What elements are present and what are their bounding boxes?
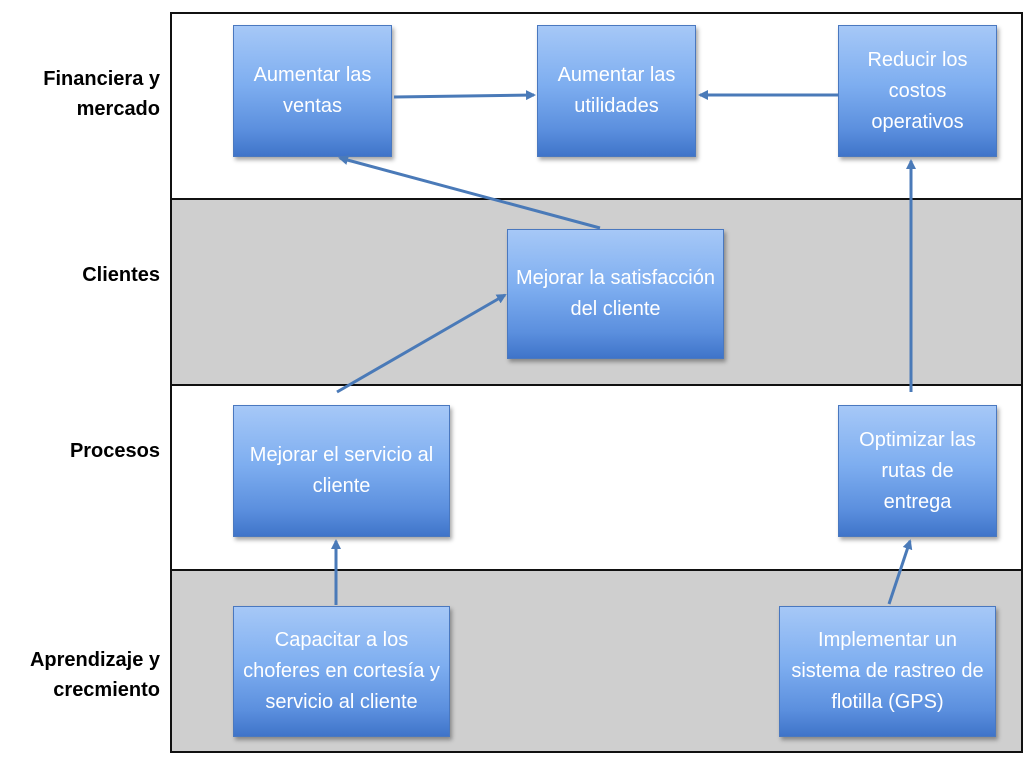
objective-text: Aumentar las ventas	[253, 64, 372, 117]
objective-text: Reducir los costos operativos	[867, 48, 968, 133]
perspective-label-financiera: Financiera y mercado	[43, 68, 160, 120]
perspective-label-procesos: Procesos	[69, 440, 160, 462]
objective-text: Aumentar las utilidades	[557, 64, 676, 117]
objective-text: Mejorar el servicio al cliente	[249, 444, 434, 497]
objective-optimizar-rutas[interactable]: Optimizar las rutas de entrega	[838, 405, 997, 537]
objective-text: Implementar un sistema de rastreo de flo…	[791, 629, 984, 713]
objective-text: Mejorar la satisfacción del cliente	[516, 267, 715, 320]
objective-text: Optimizar las rutas de entrega	[859, 428, 976, 513]
objective-aumentar-utilidades[interactable]: Aumentar las utilidades	[537, 25, 696, 157]
objective-mejorar-satisfaccion[interactable]: Mejorar la satisfacción del cliente	[507, 229, 724, 359]
objective-reducir-costos[interactable]: Reducir los costos operativos	[838, 25, 997, 157]
objective-aumentar-ventas[interactable]: Aumentar las ventas	[233, 25, 392, 157]
objective-text: Capacitar a los choferes en cortesía y s…	[243, 629, 440, 713]
objective-capacitar-choferes[interactable]: Capacitar a los choferes en cortesía y s…	[233, 606, 450, 737]
perspective-label-clientes: Clientes	[82, 264, 160, 286]
objective-mejorar-servicio[interactable]: Mejorar el servicio al cliente	[233, 405, 450, 537]
objective-implementar-gps[interactable]: Implementar un sistema de rastreo de flo…	[779, 606, 996, 737]
perspective-label-aprendizaje: Aprendizaje y crecmiento	[29, 649, 160, 701]
